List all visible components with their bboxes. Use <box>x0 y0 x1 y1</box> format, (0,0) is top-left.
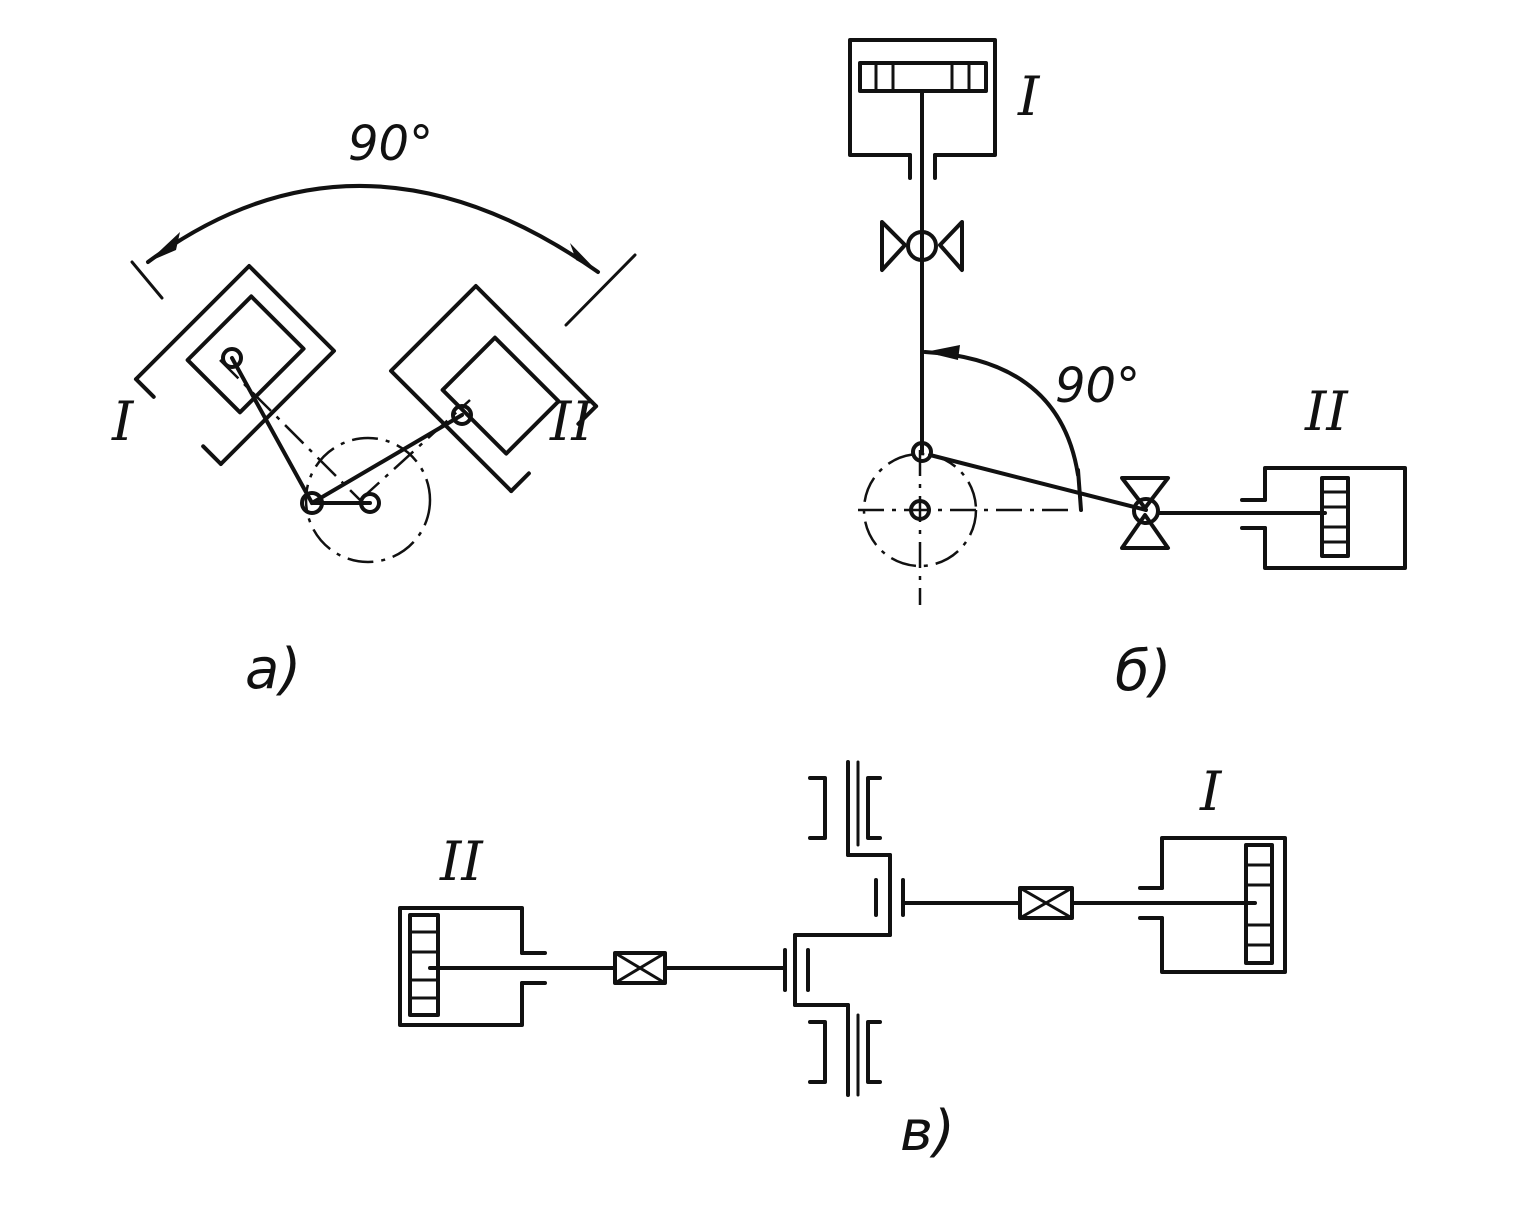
crankshaft-center-b <box>909 499 931 521</box>
extension-line-right <box>564 253 637 327</box>
cylinder-2-b <box>1240 466 1407 570</box>
cylinder-1-label-a: I <box>111 390 135 453</box>
angle-arc-a <box>146 183 600 274</box>
diagram-b: I 90° <box>848 38 1407 704</box>
connecting-rod-2-a <box>310 413 464 505</box>
connecting-rod-1-a <box>230 356 314 505</box>
crankshaft-c <box>783 760 905 1097</box>
cylinder-2-label-b: II <box>1304 380 1349 443</box>
cylinder-2-label-a: II <box>549 390 594 453</box>
cylinder-1-c <box>1138 836 1287 974</box>
caption-b: б) <box>1115 639 1171 704</box>
arc-arrowhead-right <box>570 243 598 272</box>
caption-c: в) <box>900 1099 955 1164</box>
diagram-c: I II в) <box>398 760 1287 1164</box>
connecting-rod-2-b <box>928 453 1148 512</box>
cylinder-1-label-b: I <box>1017 65 1041 128</box>
angle-label-b: 90° <box>1055 358 1140 414</box>
crosshead-2-c <box>613 951 667 985</box>
caption-a: а) <box>245 637 301 702</box>
crank-pin-b <box>911 441 933 463</box>
crank-circle-a <box>304 436 432 564</box>
cylinder-2-c <box>398 906 547 1027</box>
crankshaft-center-a <box>359 492 381 514</box>
cylinder-2-label-c: II <box>439 830 484 893</box>
diagram-a: 90° I II а) <box>111 116 637 702</box>
arc-arrowhead-left <box>148 232 180 262</box>
piston-pin-1-a <box>221 347 243 369</box>
crosshead-1-c <box>1018 886 1074 920</box>
cylinder-2-a <box>389 284 599 494</box>
piston-pin-2-a <box>451 404 473 426</box>
cylinder-1-b <box>848 38 997 180</box>
crosshead-1-b <box>880 220 964 272</box>
cylinder-1-a <box>134 264 336 466</box>
crank-pin-a <box>300 491 324 515</box>
cylinder-1-label-c: I <box>1199 760 1223 823</box>
angle-label-a: 90° <box>348 116 433 172</box>
extension-line-left <box>130 260 164 300</box>
